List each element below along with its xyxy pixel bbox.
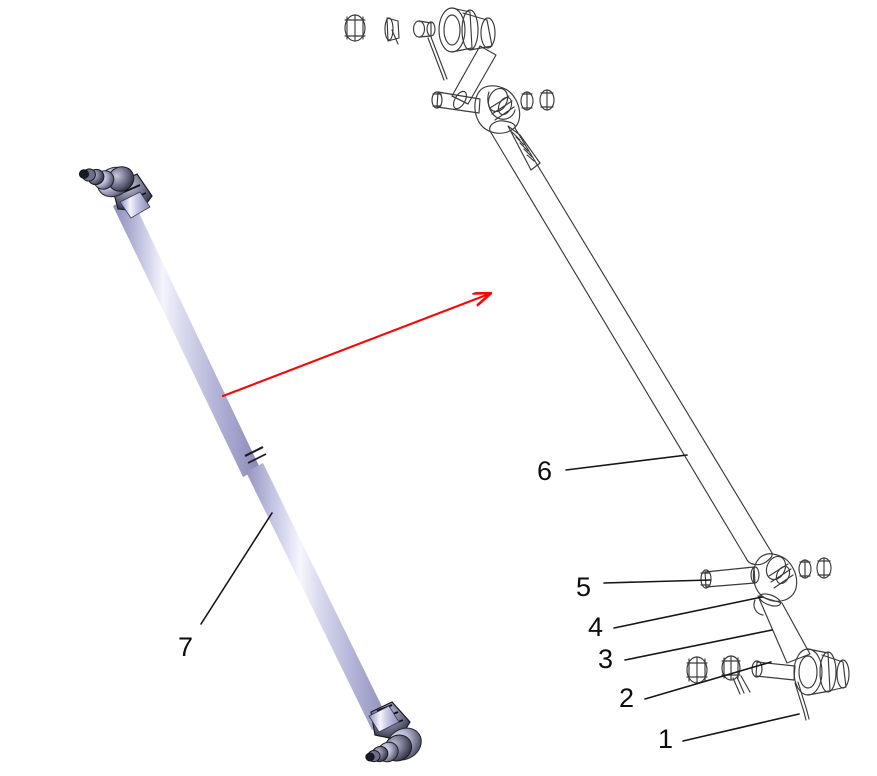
leader-line-7 <box>200 512 273 625</box>
callout-label-2: 2 <box>619 683 635 713</box>
upper-clamp-joint <box>431 85 555 171</box>
leader-line-1 <box>682 713 800 742</box>
lower-joint-group <box>686 553 850 721</box>
leader-line-5 <box>603 579 711 584</box>
leader-line-4 <box>613 596 763 629</box>
leader-line-6 <box>565 454 688 471</box>
leader-line-2 <box>644 661 772 700</box>
shaded-tube-upper <box>113 196 260 477</box>
callout-leader-lines <box>200 454 800 742</box>
callout-label-6: 6 <box>537 456 553 486</box>
callout-label-1: 1 <box>658 724 674 754</box>
bottom-ball-joint-assembly <box>365 701 422 763</box>
top-ball-joint-assembly <box>78 166 153 219</box>
part-7-assembled-drag-link <box>78 166 422 763</box>
callout-label-3: 3 <box>598 644 614 674</box>
callout-label-7: 7 <box>178 632 194 662</box>
shaft-collar-band <box>244 446 267 464</box>
part-6-drag-link-tube <box>489 120 773 566</box>
callout-label-4: 4 <box>588 612 604 642</box>
leader-line-3 <box>624 629 773 661</box>
exploded-wireframe-group <box>344 7 850 721</box>
shaded-tube-lower <box>246 463 389 730</box>
callout-label-5: 5 <box>576 572 592 602</box>
red-pointer-arrow <box>221 294 489 398</box>
top-fastener-stack <box>344 7 497 110</box>
